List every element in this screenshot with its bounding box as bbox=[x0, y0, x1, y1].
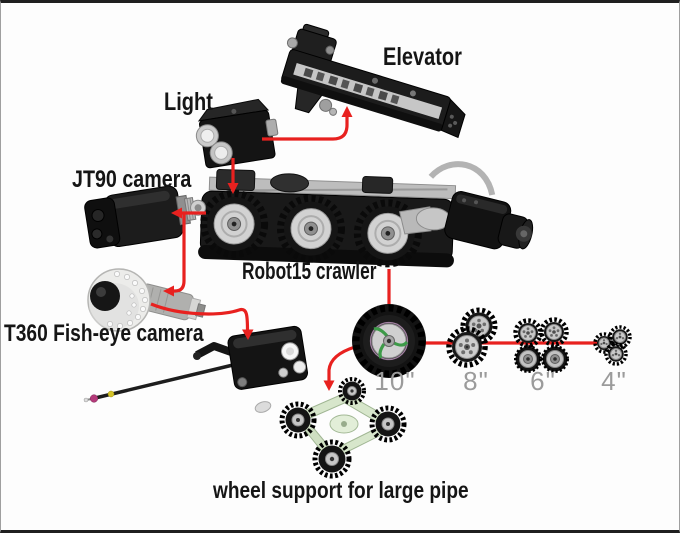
probe-arm-image bbox=[83, 325, 309, 403]
wheel-size-10-label: 10" bbox=[374, 366, 416, 396]
connector-t360-to-probe bbox=[150, 302, 250, 332]
jt90-camera-image bbox=[84, 185, 207, 249]
diagram-graphics bbox=[83, 23, 632, 479]
jt90-camera-label: JT90 camera bbox=[72, 166, 192, 193]
t360-camera-label: T360 Fish-eye camera bbox=[4, 320, 204, 347]
arrowhead-to-wheel-support bbox=[323, 380, 335, 391]
arrowhead-to-elevator bbox=[341, 106, 353, 117]
wheel-8-image bbox=[446, 307, 498, 368]
wheel-size-6-label: 6" bbox=[530, 366, 556, 396]
robot15-crawler-image bbox=[198, 161, 534, 268]
wheel-support-label: wheel support for large pipe bbox=[213, 477, 469, 503]
connector-light-to-elevator bbox=[262, 115, 349, 141]
robot15-crawler-label: Robot15 crawler bbox=[242, 258, 377, 285]
arrowhead-to-t360 bbox=[163, 285, 174, 297]
elevator-label: Elevator bbox=[383, 43, 462, 71]
elevator-image bbox=[280, 23, 466, 139]
arrowheads bbox=[163, 106, 353, 340]
wheel-size-4-label: 4" bbox=[601, 366, 627, 396]
wheel-6-image bbox=[513, 317, 569, 373]
arrowhead-to-jt90 bbox=[171, 207, 182, 219]
t360-camera-image bbox=[87, 268, 206, 332]
wheel-10-image bbox=[352, 304, 426, 378]
arrowhead-to-crawler bbox=[227, 183, 239, 194]
light-image bbox=[195, 98, 279, 169]
arrowhead-to-probe bbox=[242, 329, 254, 340]
connector-down-to-t360 bbox=[173, 213, 186, 293]
wheel-size-8-label: 8" bbox=[463, 366, 489, 396]
light-label: Light bbox=[164, 88, 213, 116]
wheel-support-image bbox=[254, 377, 407, 479]
wheel-4-image bbox=[593, 325, 632, 366]
connector-lines-front bbox=[150, 115, 349, 332]
connector-wheel10-to-support bbox=[327, 345, 356, 382]
